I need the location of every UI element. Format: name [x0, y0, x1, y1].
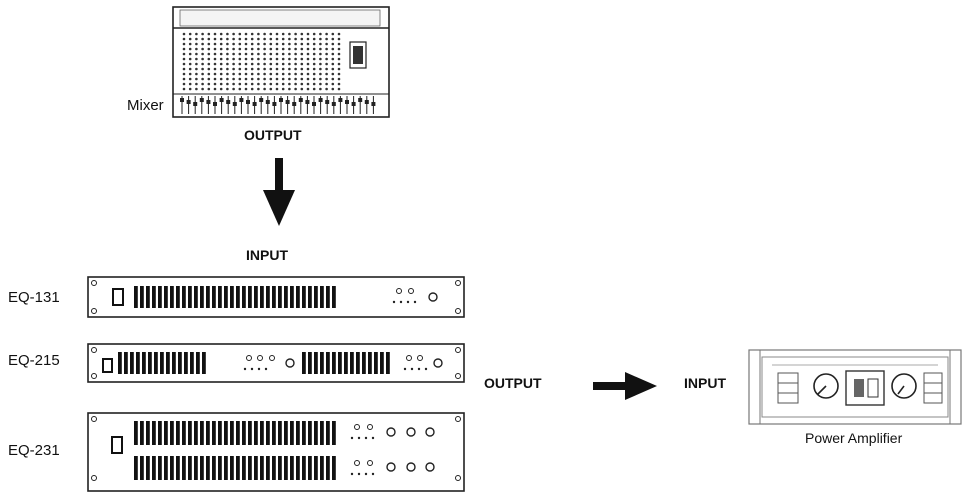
down-arrow-icon	[263, 158, 295, 226]
eq-output-label: OUTPUT	[484, 375, 542, 391]
mixer-illustration	[172, 6, 390, 118]
eq-131-unit	[87, 276, 465, 318]
eq-231-unit	[87, 412, 465, 492]
mixer-label: Mixer	[127, 97, 164, 114]
right-arrow-icon	[593, 372, 657, 400]
eq-input-label: INPUT	[246, 247, 288, 263]
eq-231-label: EQ-231	[8, 442, 60, 459]
power-amplifier-label: Power Amplifier	[805, 430, 903, 446]
eq-215-label: EQ-215	[8, 352, 60, 369]
eq-131-label: EQ-131	[8, 289, 60, 306]
amp-input-label: INPUT	[684, 375, 726, 391]
eq-215-unit	[87, 343, 465, 383]
power-amplifier-illustration	[748, 349, 962, 425]
mixer-output-label: OUTPUT	[244, 127, 302, 143]
